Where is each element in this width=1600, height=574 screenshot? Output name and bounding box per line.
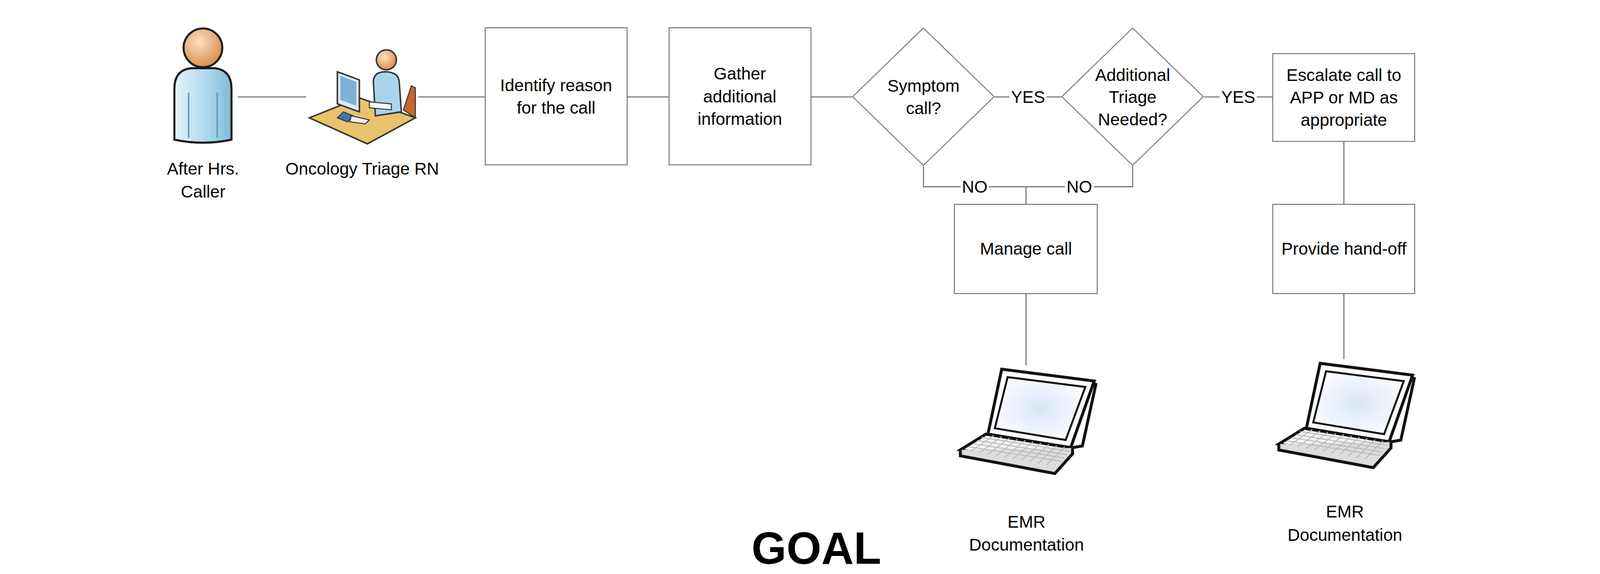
laptop-icon: EMR Documentation bbox=[1272, 359, 1418, 470]
person-illustration bbox=[168, 25, 238, 145]
person-icon: After Hrs. Caller bbox=[168, 25, 238, 145]
connector-line bbox=[1343, 294, 1345, 360]
laptop-icon: EMR Documentation bbox=[953, 365, 1099, 476]
edge-label: YES bbox=[1219, 86, 1257, 108]
connector-line bbox=[1343, 141, 1345, 205]
icon-label: EMR Documentation bbox=[968, 510, 1084, 557]
node-text: Symptom call? bbox=[882, 74, 966, 119]
laptop-illustration bbox=[1272, 359, 1418, 470]
diagram-title: GOAL bbox=[751, 525, 882, 571]
decision-diamond: Additional Triage Needed? bbox=[1061, 27, 1205, 167]
nurse-icon: Oncology Triage RN bbox=[306, 45, 419, 146]
node-text: Identify reason for the call bbox=[491, 74, 621, 119]
connector-line bbox=[1025, 294, 1027, 366]
node-text: Manage call bbox=[960, 237, 1091, 260]
diamond-outline bbox=[851, 27, 995, 167]
icon-label: Oncology Triage RN bbox=[285, 157, 439, 180]
icon-label: After Hrs. Caller bbox=[157, 157, 249, 204]
node-text: Gather additional information bbox=[675, 62, 805, 131]
decision-diamond: Symptom call? bbox=[851, 27, 995, 167]
connector-line bbox=[237, 96, 307, 98]
edge-label: NO bbox=[1065, 176, 1094, 198]
process-box: Escalate call to APP or MD as appropriat… bbox=[1272, 53, 1416, 142]
edge-label: YES bbox=[1009, 86, 1047, 108]
nurse-illustration bbox=[306, 45, 419, 146]
node-text: Additional Triage Needed? bbox=[1085, 63, 1180, 131]
node-text: Provide hand-off bbox=[1279, 237, 1409, 260]
edge-label: NO bbox=[960, 176, 990, 198]
laptop-illustration bbox=[953, 365, 1099, 476]
process-box: Identify reason for the call bbox=[484, 27, 628, 165]
process-box: Manage call bbox=[953, 203, 1098, 294]
connector-line bbox=[923, 166, 1027, 205]
node-text: Escalate call to APP or MD as appropriat… bbox=[1279, 63, 1409, 132]
process-box: Provide hand-off bbox=[1272, 203, 1416, 294]
connector-line bbox=[1026, 166, 1133, 205]
process-box: Gather additional information bbox=[668, 27, 812, 165]
connector-line bbox=[811, 96, 853, 98]
connector-line bbox=[627, 96, 669, 98]
connector-line bbox=[418, 96, 485, 98]
icon-label: EMR Documentation bbox=[1287, 499, 1403, 547]
